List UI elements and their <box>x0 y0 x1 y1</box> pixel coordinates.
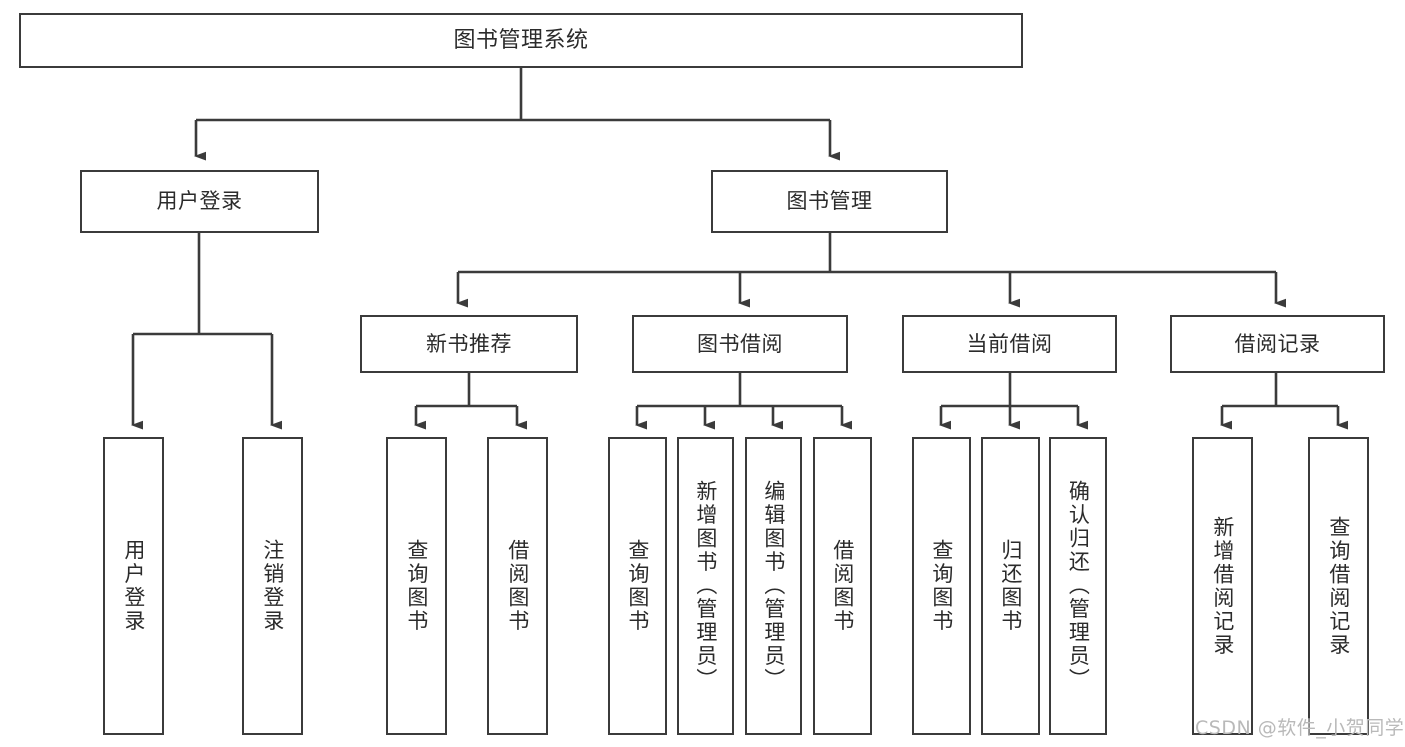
node-label: 图书借阅 <box>697 331 783 356</box>
node-label: 借阅图书 <box>505 539 530 633</box>
leaf-edit-book-admin[interactable]: 编辑图书（管理员） <box>745 437 802 735</box>
node-label: 新书推荐 <box>426 331 512 356</box>
node-label: 查询图书 <box>929 539 954 633</box>
node-current-borrow[interactable]: 当前借阅 <box>902 315 1117 373</box>
node-label: 查询借阅记录 <box>1326 515 1351 657</box>
node-label: 图书管理 <box>786 189 873 214</box>
node-label: 归还图书 <box>998 539 1023 633</box>
leaf-return-book[interactable]: 归还图书 <box>981 437 1040 735</box>
leaf-query-book-current[interactable]: 查询图书 <box>912 437 971 735</box>
node-label: 查询图书 <box>625 539 650 633</box>
leaf-query-borrow-record[interactable]: 查询借阅记录 <box>1308 437 1369 735</box>
leaf-query-book-borrow[interactable]: 查询图书 <box>608 437 667 735</box>
leaf-user-logout[interactable]: 注销登录 <box>242 437 303 735</box>
node-label: 注销登录 <box>260 539 285 633</box>
node-label: 借阅图书 <box>830 539 855 633</box>
node-label: 新增借阅记录 <box>1210 515 1235 657</box>
node-label: 新增图书（管理员） <box>693 480 718 692</box>
leaf-borrow-book-borrow[interactable]: 借阅图书 <box>813 437 872 735</box>
node-borrow-record[interactable]: 借阅记录 <box>1170 315 1385 373</box>
leaf-borrow-book-recommend[interactable]: 借阅图书 <box>487 437 548 735</box>
node-new-book-recommend[interactable]: 新书推荐 <box>360 315 578 373</box>
node-label: 编辑图书（管理员） <box>761 480 786 692</box>
node-label: 借阅记录 <box>1234 331 1321 356</box>
node-book-borrow[interactable]: 图书借阅 <box>632 315 848 373</box>
node-user-login[interactable]: 用户登录 <box>80 170 319 233</box>
leaf-confirm-return-admin[interactable]: 确认归还（管理员） <box>1049 437 1107 735</box>
node-label: 当前借阅 <box>966 331 1053 356</box>
leaf-user-login[interactable]: 用户登录 <box>103 437 164 735</box>
leaf-add-book-admin[interactable]: 新增图书（管理员） <box>677 437 734 735</box>
leaf-add-borrow-record[interactable]: 新增借阅记录 <box>1192 437 1253 735</box>
node-root-book-management-system[interactable]: 图书管理系统 <box>19 13 1023 68</box>
csdn-watermark: CSDN @软件_小贺同学 <box>1195 717 1405 739</box>
node-label: 用户登录 <box>121 539 146 633</box>
node-label: 图书管理系统 <box>453 27 589 53</box>
node-book-management[interactable]: 图书管理 <box>711 170 948 233</box>
node-label: 确认归还（管理员） <box>1066 480 1091 692</box>
node-label: 用户登录 <box>156 189 243 214</box>
node-label: 查询图书 <box>404 539 429 633</box>
leaf-query-book-recommend[interactable]: 查询图书 <box>386 437 447 735</box>
